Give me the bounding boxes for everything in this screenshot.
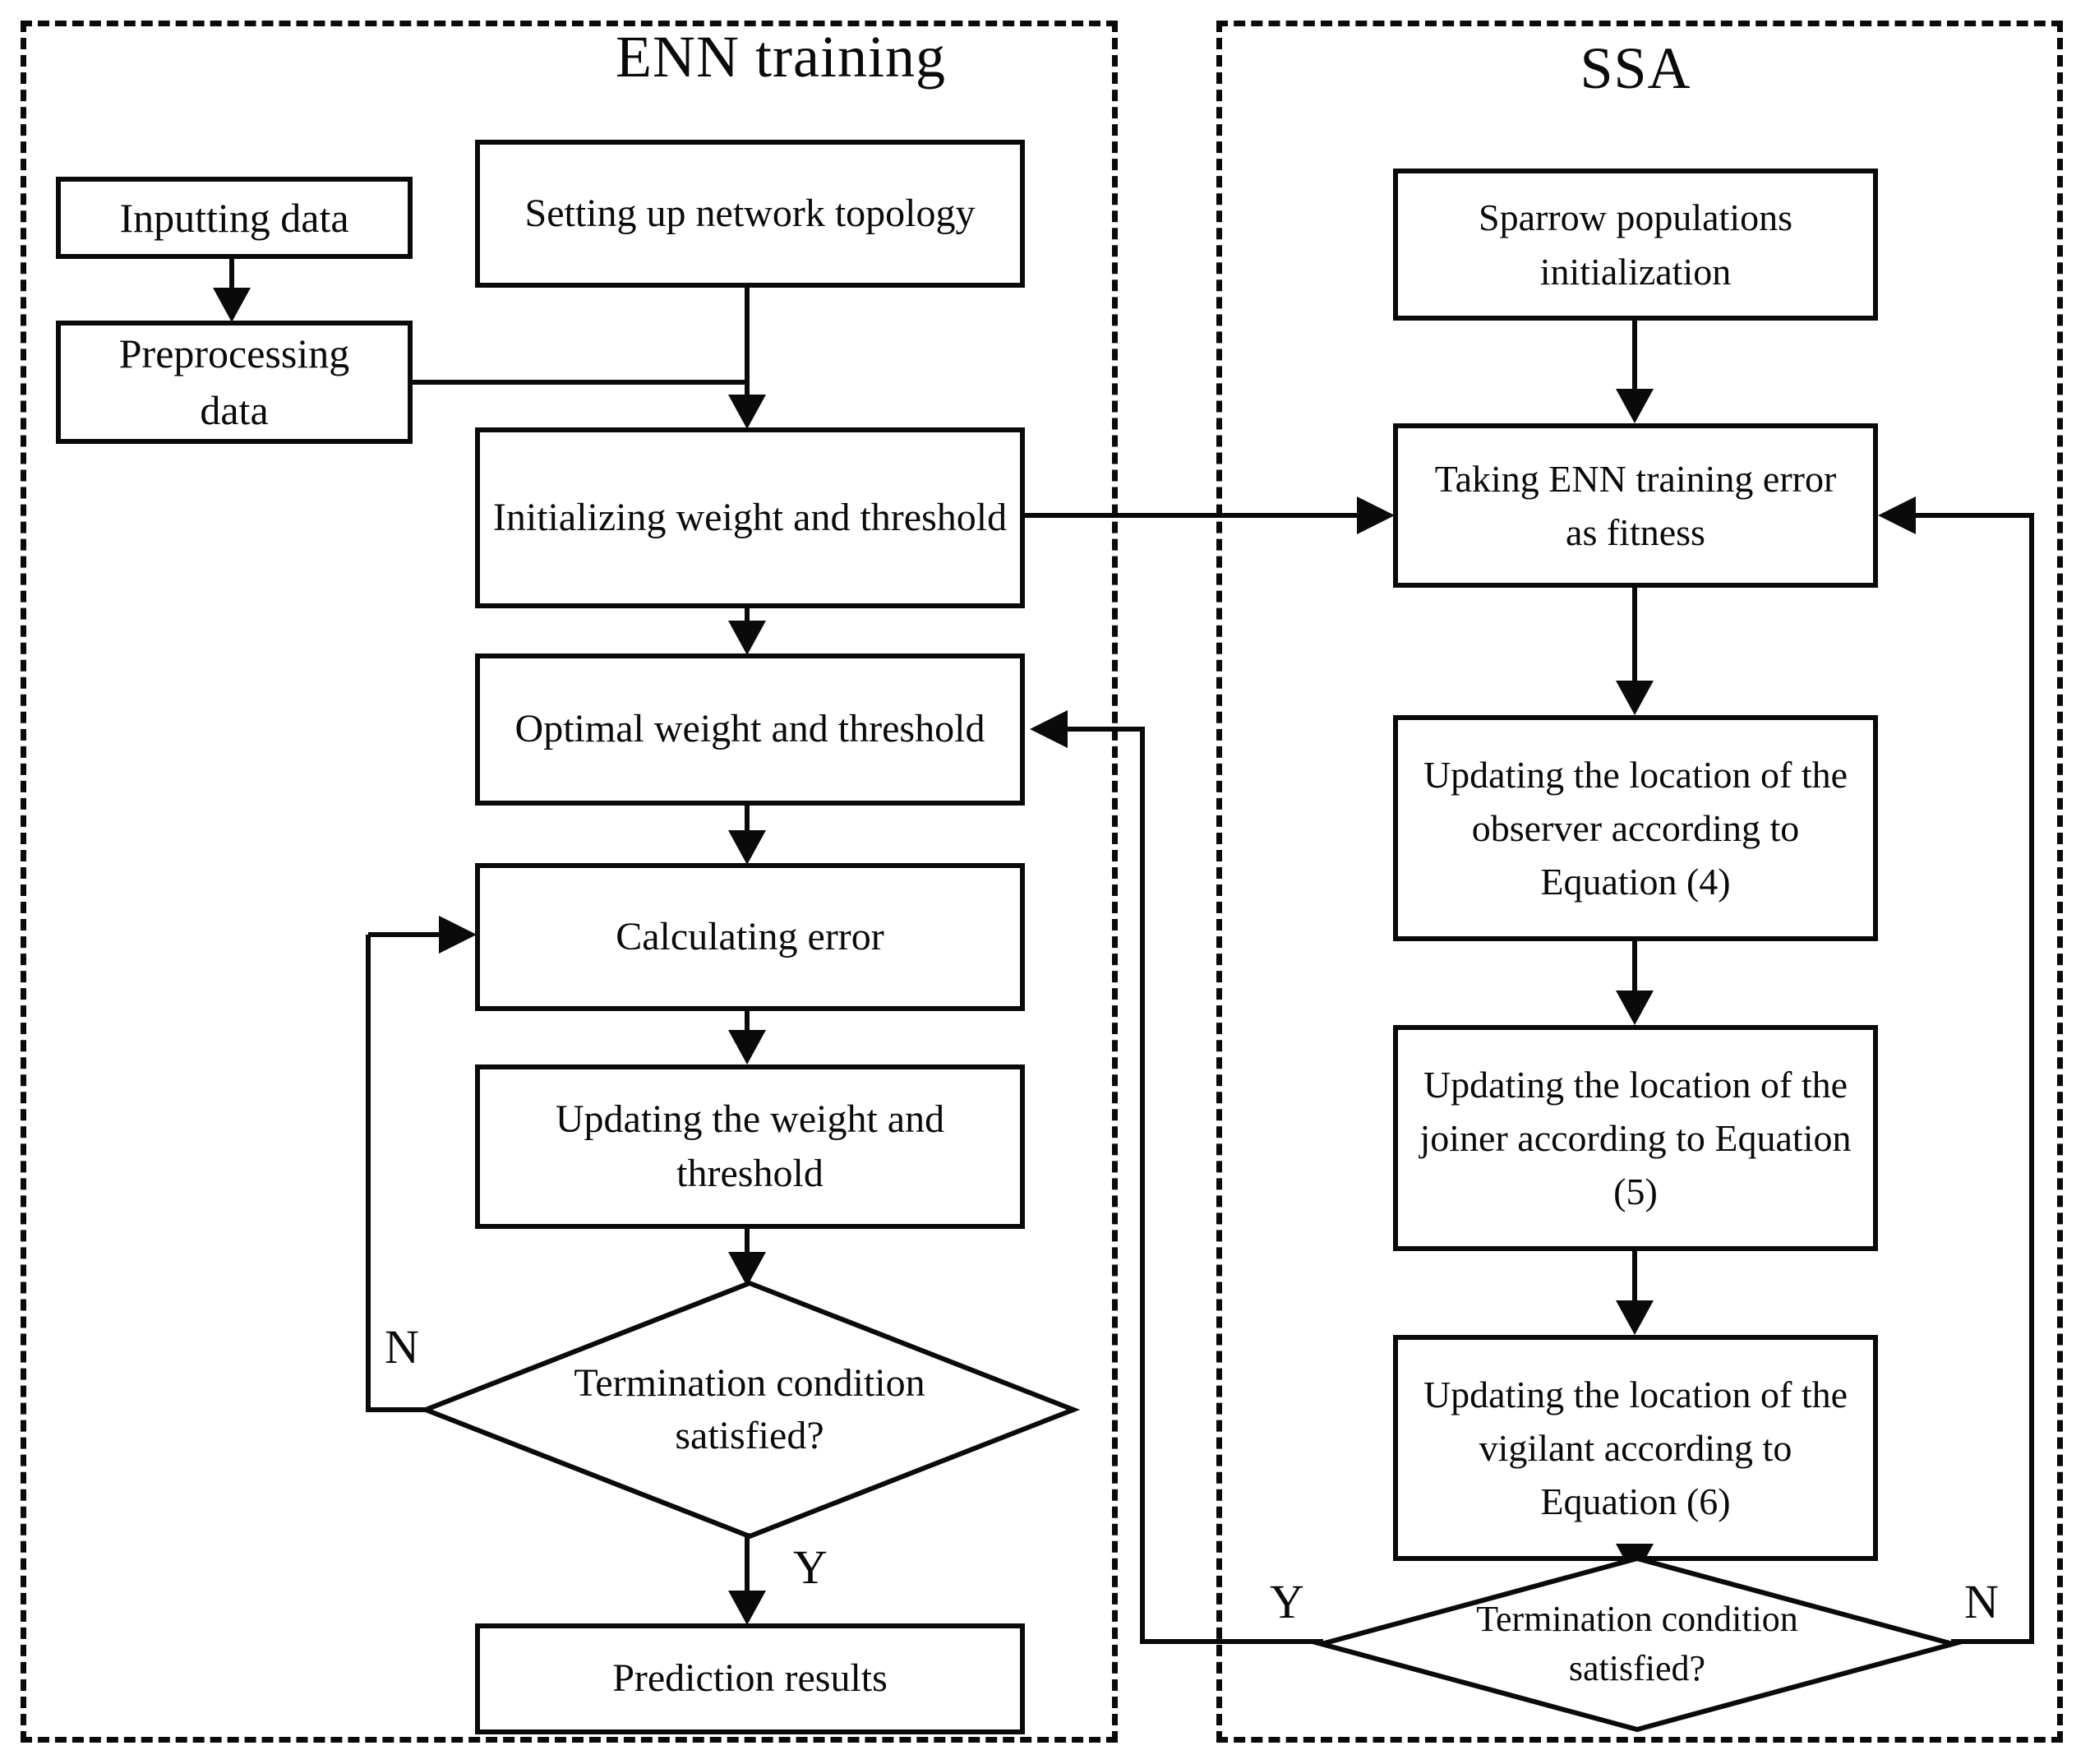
arrowhead-into-initializing — [728, 395, 766, 429]
connector-ssa-yes-horizontal-top — [1066, 727, 1142, 732]
ssa-termination-diamond — [1312, 1555, 1963, 1733]
enn-branch-no-label: N — [385, 1320, 419, 1374]
node-prediction-results: Prediction results — [475, 1623, 1025, 1734]
enn-termination-label: Termination condition satisfied? — [574, 1361, 925, 1457]
arrowhead-into-calculating — [728, 830, 766, 865]
enn-training-panel — [21, 21, 1118, 1743]
arrowhead-into-taking-right — [1878, 496, 1916, 534]
node-initializing-weight-threshold: Initializing weight and threshold — [475, 427, 1025, 608]
node-preprocessing-data: Preprocessing data — [56, 321, 413, 444]
ssa-branch-no-label: N — [1964, 1575, 1999, 1628]
arrowhead-into-taking — [1616, 389, 1654, 423]
connector-calculating-updating — [745, 1011, 750, 1037]
ssa-termination-label: Termination condition satisfied? — [1476, 1599, 1798, 1688]
connector-taking-observer — [1632, 588, 1637, 682]
connector-initializing-optimal — [745, 608, 750, 626]
arrowhead-into-observer — [1616, 681, 1654, 715]
connector-setting-initializing — [745, 288, 750, 399]
connector-inputting-preprocessing — [229, 259, 234, 293]
arrowhead-into-taking-left — [1357, 496, 1395, 534]
connector-ssa-yes-vertical — [1140, 727, 1145, 1644]
enn-panel-title: ENN training — [616, 24, 946, 90]
connector-joiner-vigilant — [1632, 1251, 1637, 1302]
connector-ssa-no-top — [1914, 513, 2032, 518]
connector-diamond-prediction — [745, 1533, 750, 1595]
arrowhead-into-updating — [728, 1030, 766, 1064]
connector-preprocessing-junction — [413, 380, 750, 385]
arrowhead-into-joiner — [1616, 991, 1654, 1025]
arrowhead-into-vigilant — [1616, 1300, 1654, 1335]
connector-ssa-no-vertical — [2029, 513, 2034, 1644]
node-updating-joiner: Updating the location of the joiner acco… — [1393, 1025, 1878, 1251]
arrowhead-into-preprocessing — [213, 288, 251, 322]
connector-initializing-taking — [1025, 513, 1357, 518]
node-updating-observer: Updating the location of the observer ac… — [1393, 715, 1878, 941]
node-updating-vigilant: Updating the location of the vigilant ac… — [1393, 1335, 1878, 1561]
arrowhead-into-optimal-right — [1030, 710, 1068, 748]
arrowhead-into-calculating-left — [439, 916, 477, 954]
node-updating-weight-threshold: Updating the weight and threshold — [475, 1064, 1025, 1229]
enn-branch-yes-label: Y — [793, 1540, 828, 1594]
connector-ssa-no-bottom — [1951, 1639, 2034, 1644]
node-calculating-error: Calculating error — [475, 863, 1025, 1011]
connector-optimal-calculating — [745, 806, 750, 835]
ssa-branch-yes-label: Y — [1270, 1575, 1304, 1628]
node-inputting-data: Inputting data — [56, 177, 413, 259]
ssa-panel — [1216, 21, 2063, 1743]
node-optimal-weight-threshold: Optimal weight and threshold — [475, 653, 1025, 806]
ssa-panel-title: SSA — [1580, 35, 1691, 101]
connector-ssa-yes-horizontal-bottom — [1140, 1639, 1323, 1644]
connector-updating-diamond — [745, 1229, 750, 1258]
connector-enn-no-top — [368, 932, 441, 937]
node-sparrow-populations-initialization: Sparrow populations initialization — [1393, 169, 1878, 321]
connector-observer-joiner — [1632, 941, 1637, 992]
arrowhead-into-prediction — [728, 1591, 766, 1625]
connector-enn-no-vertical — [366, 935, 371, 1412]
enn-termination-diamond — [418, 1280, 1081, 1540]
node-setting-up-network-topology: Setting up network topology — [475, 140, 1025, 288]
connector-enn-no-bottom — [368, 1407, 430, 1412]
arrowhead-into-optimal — [728, 621, 766, 655]
node-taking-enn-training-error: Taking ENN training error as fitness — [1393, 423, 1878, 588]
connector-sparrow-taking — [1632, 321, 1637, 390]
arrowhead-into-enn-diamond — [728, 1252, 766, 1286]
